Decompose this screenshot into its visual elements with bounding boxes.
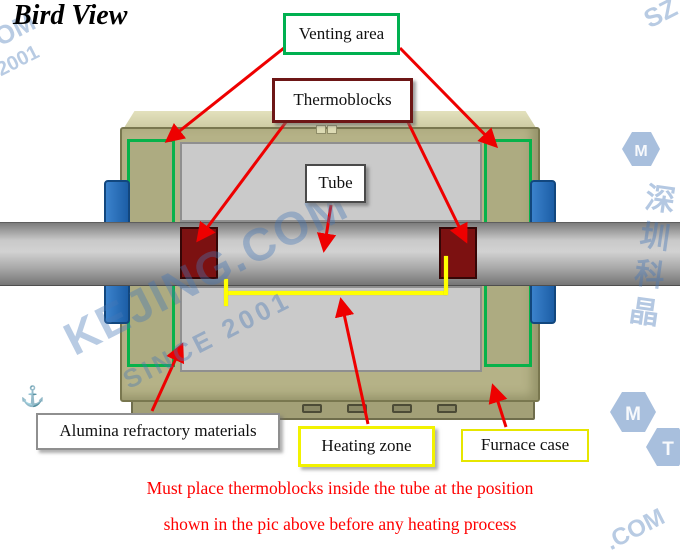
clamp-left-top xyxy=(104,180,130,226)
furnace-top-vent xyxy=(316,125,326,134)
heating-zone-tick-left xyxy=(224,279,228,306)
clamp-right-top xyxy=(530,180,556,226)
note-line-1: Must place thermoblocks inside the tube … xyxy=(146,478,534,498)
callout-furnace-case: Furnace case xyxy=(461,429,589,462)
base-vent-slot xyxy=(392,404,412,413)
heating-zone-tick-right xyxy=(444,256,448,295)
thermoblock-left xyxy=(180,227,218,279)
hexagon-letter: M xyxy=(634,143,647,160)
note-line-2: shown in the pic above before any heatin… xyxy=(163,514,517,534)
alumina-panel-bottom xyxy=(180,286,482,372)
hexagon-logo xyxy=(622,132,660,166)
heating-zone-line xyxy=(225,291,447,295)
heating-zone-label: Heating zone xyxy=(321,436,412,456)
thermoblocks-label: Thermoblocks xyxy=(293,90,392,110)
page-title: Bird View xyxy=(13,0,128,31)
hexagon-logo xyxy=(646,428,680,466)
callout-thermoblocks: Thermoblocks xyxy=(272,78,413,123)
furnace-top-vent xyxy=(327,125,337,134)
base-vent-slot xyxy=(347,404,367,413)
anchor-icon: ⚓ xyxy=(20,386,45,408)
watermark-fragment: 2001 xyxy=(0,41,43,81)
callout-heating-zone: Heating zone xyxy=(298,426,435,467)
callout-tube: Tube xyxy=(305,164,366,203)
furnace-case-label: Furnace case xyxy=(480,435,570,455)
hexagon-letter: M xyxy=(625,404,641,425)
tube-label: Tube xyxy=(318,173,353,193)
hexagon-letter: T xyxy=(662,439,674,460)
base-vent-slot xyxy=(302,404,322,413)
tube-graphic xyxy=(0,222,680,286)
alumina-label: Alumina refractory materials xyxy=(59,421,257,441)
hexagon-logo xyxy=(610,392,656,432)
base-vent-slot xyxy=(437,404,457,413)
venting-area-label: Venting area xyxy=(298,23,385,43)
callout-alumina-refractory: Alumina refractory materials xyxy=(36,413,280,450)
callout-venting-area: Venting area xyxy=(283,13,400,55)
watermark-fragment: SZ xyxy=(638,0,680,34)
